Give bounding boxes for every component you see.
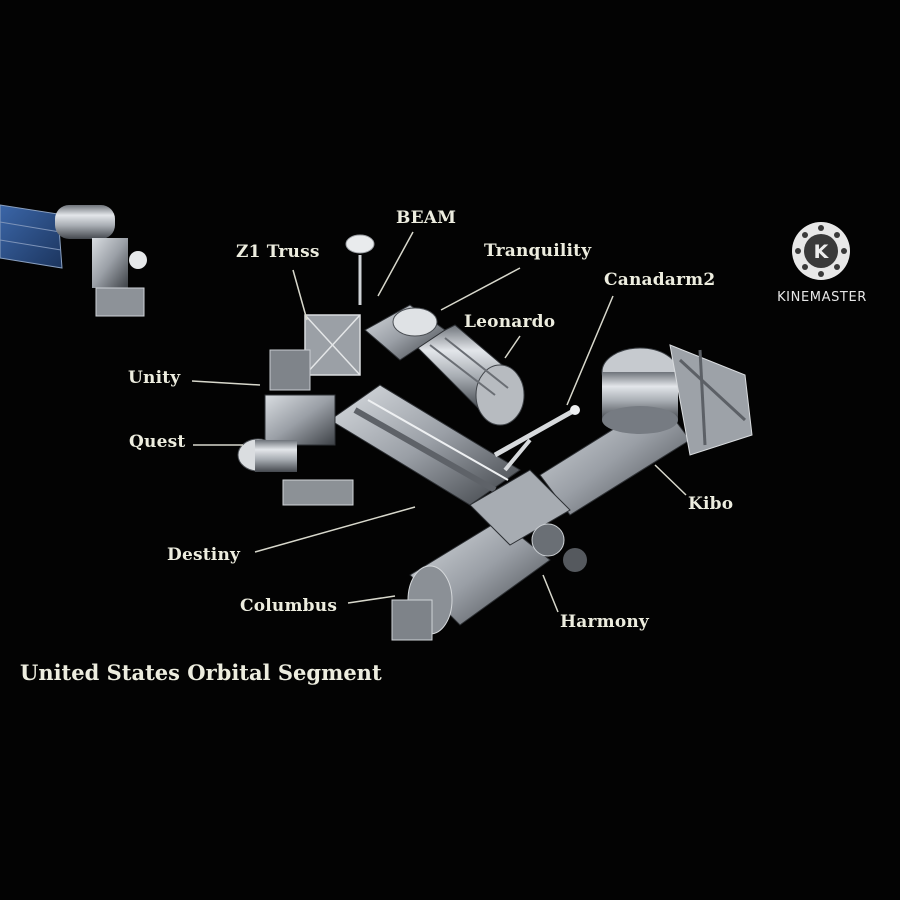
label-columbus: Columbus xyxy=(240,596,338,616)
label-destiny: Destiny xyxy=(167,545,241,565)
leader-columbus xyxy=(347,595,396,604)
kinemaster-logo-icon: K xyxy=(792,222,850,280)
kibo-module xyxy=(539,344,753,516)
quest-airlock xyxy=(237,438,354,506)
leader-destiny xyxy=(254,506,416,553)
canadarm2 xyxy=(493,405,580,472)
label-leonardo: Leonardo xyxy=(464,312,556,332)
leonardo-module xyxy=(414,324,525,426)
label-kibo: Kibo xyxy=(688,494,734,514)
columbus-module xyxy=(391,519,551,641)
leader-beam xyxy=(377,231,414,297)
tranquility-node xyxy=(364,304,446,361)
leader-unity xyxy=(191,380,261,386)
leader-z1-truss xyxy=(292,269,308,321)
leader-canadarm2 xyxy=(566,295,614,406)
unity-node xyxy=(264,314,361,446)
side-module xyxy=(55,205,115,239)
leader-tranquility xyxy=(440,267,521,311)
kinemaster-text: KINEMASTER xyxy=(777,290,867,305)
label-canadarm2: Canadarm2 xyxy=(604,270,716,290)
destiny-module xyxy=(329,384,521,506)
label-harmony: Harmony xyxy=(560,612,649,632)
solar-panel xyxy=(0,204,63,269)
leader-leonardo xyxy=(504,335,521,359)
label-z1-truss: Z1 Truss xyxy=(236,242,320,262)
leader-kibo xyxy=(654,464,687,496)
label-quest: Quest xyxy=(129,432,186,452)
leader-harmony xyxy=(542,574,559,613)
diagram-caption: United States Orbital Segment xyxy=(20,660,382,685)
label-unity: Unity xyxy=(128,368,181,388)
partial-station-topleft xyxy=(0,204,147,317)
harmony-node xyxy=(469,469,587,572)
label-beam: BEAM xyxy=(396,208,457,228)
label-tranquility: Tranquility xyxy=(484,241,592,261)
leader-lines xyxy=(191,231,687,613)
kinemaster-watermark: K KINEMASTER xyxy=(768,222,876,312)
beam-module xyxy=(345,234,375,305)
kinemaster-logo-letter: K xyxy=(814,241,830,263)
